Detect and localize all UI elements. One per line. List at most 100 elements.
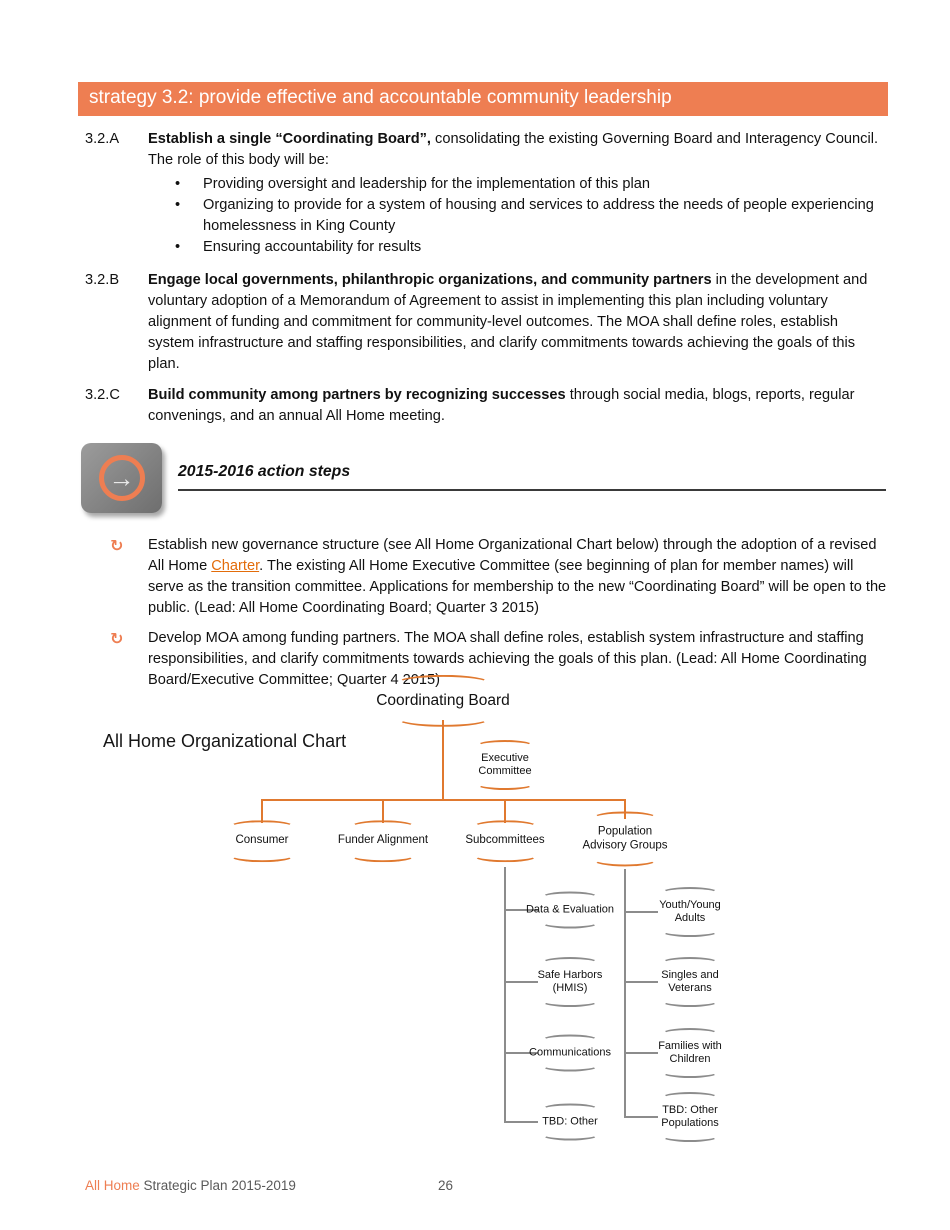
action-step-post: . The existing All Home Executive Commit…: [148, 557, 887, 616]
action-step-text: Establish new governance structure (see …: [148, 535, 888, 619]
node-arc: [593, 854, 657, 867]
action-steps-header: 2015-2016 action steps: [81, 442, 888, 519]
node-arc: [542, 891, 598, 903]
connector-line: [504, 867, 506, 1123]
node-arc: [662, 996, 718, 1007]
action-heading-rule: 2015-2016 action steps: [178, 463, 886, 491]
connector-line: [624, 1116, 658, 1118]
org-node-executive-committee: Executive Committee: [469, 740, 541, 790]
org-node-label: Executive Committee: [478, 752, 532, 777]
org-node-safe-harbors: Safe Harbors (HMIS): [534, 957, 606, 1007]
connector-line: [504, 1052, 538, 1054]
connector-line: [504, 981, 538, 983]
bullet-item: Organizing to provide for a system of ho…: [175, 195, 888, 237]
connector-line: [624, 1052, 658, 1054]
charter-link[interactable]: Charter: [211, 557, 260, 574]
action-step-pre: Establish new governance structure (see …: [148, 536, 877, 574]
item-label: 3.2.A: [85, 130, 120, 147]
item-body: Build community among partners by recogn…: [148, 385, 888, 427]
node-arc: [230, 849, 294, 862]
item-label: 3.2.B: [85, 271, 120, 288]
org-node-coordinating-board: Coordinating Board: [374, 674, 512, 728]
org-node-funder-alignment: Funder Alignment: [336, 820, 430, 862]
node-arc: [230, 820, 294, 833]
curved-arrow-bullet-icon: [85, 535, 148, 619]
node-arc: [542, 957, 598, 968]
item-label: 3.2.C: [85, 386, 120, 403]
node-arc: [662, 887, 718, 898]
org-node-label: Youth/Young Adults: [659, 899, 721, 924]
node-arc: [593, 811, 657, 824]
org-node-youth-young-adults: Youth/Young Adults: [654, 887, 726, 937]
item-text: through social media, blogs, reports, re…: [148, 386, 855, 424]
footer-title: Strategic Plan 2015-2019: [139, 1178, 296, 1193]
item-body: Establish a single “Coordinating Board”,…: [148, 129, 888, 260]
org-node-label: Families with Children: [658, 1040, 722, 1065]
node-arc: [542, 1103, 598, 1115]
org-node-label: Funder Alignment: [337, 834, 429, 847]
page-number: 26: [438, 1178, 454, 1193]
connector-line: [624, 911, 658, 913]
org-node-label: Consumer: [235, 834, 289, 847]
footer: All Home Strategic Plan 2015-2019: [85, 1178, 296, 1193]
org-node-tbd-other: TBD: Other: [540, 1103, 600, 1141]
node-arc: [350, 820, 415, 833]
connector-line: [382, 801, 384, 823]
arrow-right-icon: [109, 465, 135, 491]
item-text: consolidating the existing Governing Boa…: [148, 130, 879, 168]
connector-line: [261, 799, 626, 801]
connector-line: [504, 909, 538, 911]
connector-line: [624, 981, 658, 983]
bullet-item: Providing oversight and leadership for t…: [175, 174, 888, 195]
node-arc: [397, 711, 489, 728]
node-arc: [542, 1129, 598, 1141]
footer-brand: All Home: [85, 1178, 140, 1193]
org-node-communications: Communications: [527, 1034, 613, 1072]
org-node-subcommittees: Subcommittees: [463, 820, 546, 862]
strategy-item-32b: 3.2.B Engage local governments, philanth…: [85, 270, 888, 375]
item-paragraph: Establish a single “Coordinating Board”,…: [148, 129, 888, 171]
org-node-label: Safe Harbors (HMIS): [537, 969, 603, 994]
connector-line: [624, 801, 626, 819]
org-node-label: Subcommittees: [465, 834, 545, 847]
org-chart-title: All Home Organizational Chart: [103, 731, 347, 751]
org-node-label: Coordinating Board: [376, 691, 510, 709]
node-arc: [541, 1060, 598, 1072]
action-steps-heading: 2015-2016 action steps: [178, 462, 351, 480]
item-bold-lead: Engage local governments, philanthropic …: [148, 271, 712, 288]
org-node-label: Population Advisory Groups: [582, 825, 668, 851]
item-paragraph: Engage local governments, philanthropic …: [148, 270, 888, 375]
org-node-families-with-children: Families with Children: [654, 1028, 726, 1078]
org-chart: All Home Organizational Chart Coordinati…: [0, 674, 950, 1155]
org-node-data-evaluation: Data & Evaluation: [524, 891, 616, 929]
node-arc: [350, 849, 415, 862]
strategy-item-32c: 3.2.C Build community among partners by …: [85, 385, 888, 427]
connector-line: [261, 801, 263, 823]
item-body: Engage local governments, philanthropic …: [148, 270, 888, 375]
node-arc: [541, 1034, 598, 1046]
bullet-item: Ensuring accountability for results: [175, 237, 888, 258]
node-arc: [662, 1028, 718, 1039]
orange-ring-icon: [98, 454, 145, 501]
node-arc: [662, 1067, 718, 1078]
org-node-tbd-other-populations: TBD: Other Populations: [654, 1092, 726, 1142]
node-arc: [472, 849, 537, 862]
strategy-banner: strategy 3.2: provide effective and acco…: [78, 82, 888, 116]
node-arc: [662, 1131, 718, 1142]
org-node-label: Singles and Veterans: [661, 969, 719, 994]
item-bold-lead: Build community among partners by recogn…: [148, 386, 566, 403]
item-bold-lead: Establish a single “Coordinating Board”,: [148, 130, 431, 147]
node-arc: [662, 1092, 718, 1103]
org-node-consumer: Consumer: [230, 820, 294, 862]
node-arc: [542, 996, 598, 1007]
item-paragraph: Build community among partners by recogn…: [148, 385, 888, 427]
org-node-label: TBD: Other: [542, 1115, 598, 1128]
node-arc: [477, 740, 533, 751]
org-node-label: Communications: [529, 1046, 611, 1059]
bullet-list: Providing oversight and leadership for t…: [175, 174, 888, 258]
org-node-label: TBD: Other Populations: [661, 1104, 719, 1129]
node-arc: [472, 820, 537, 833]
node-arc: [542, 917, 598, 929]
action-step-text: Develop MOA among funding partners. The …: [148, 629, 867, 688]
action-steps-icon: [81, 442, 162, 513]
